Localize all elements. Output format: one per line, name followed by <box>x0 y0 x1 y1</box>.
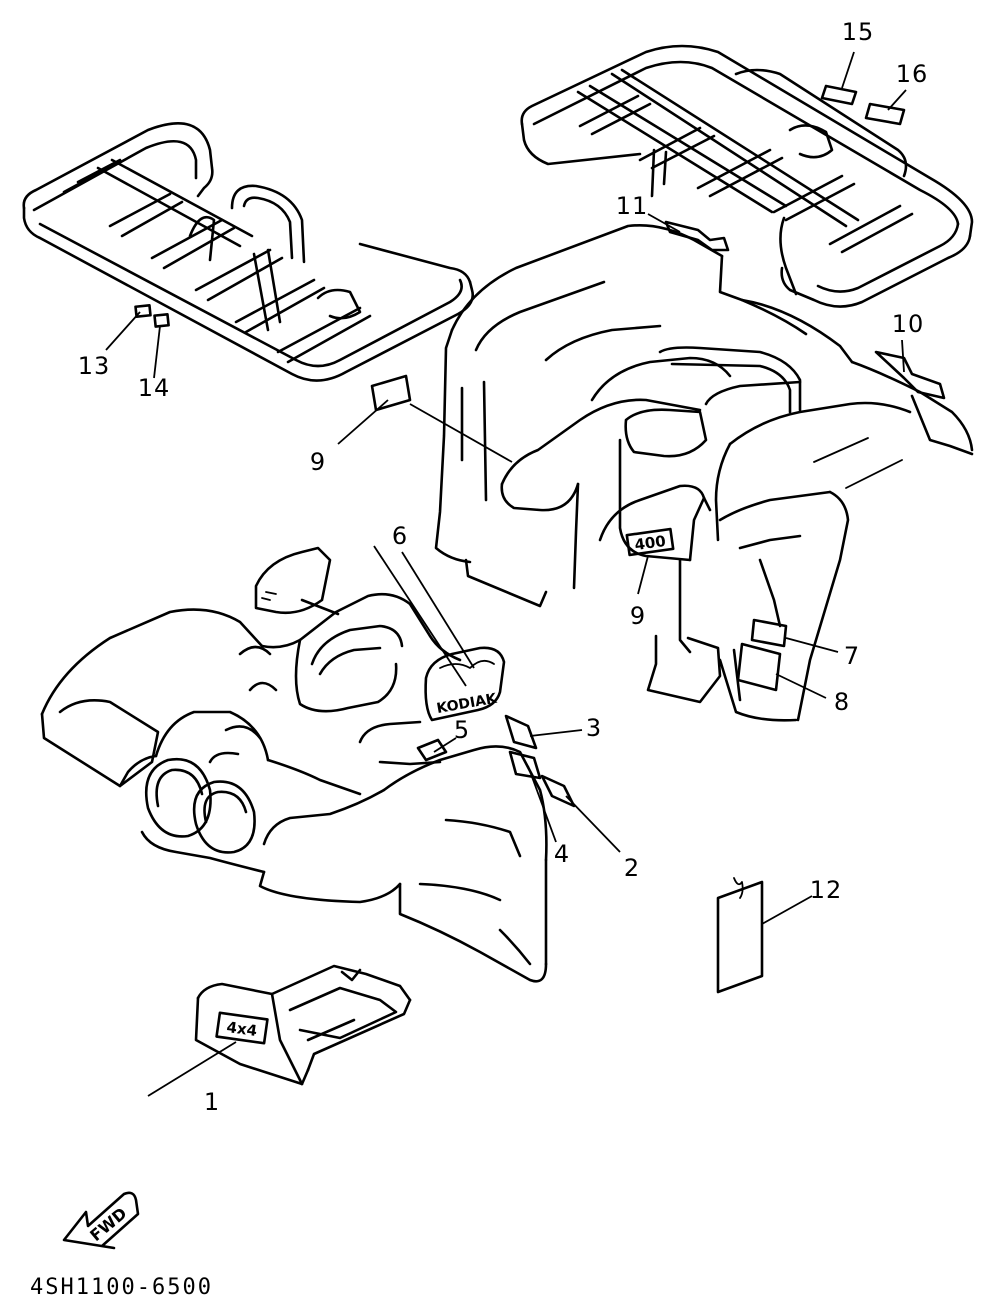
model-badge-400: 400 <box>625 527 675 557</box>
decal-3 <box>504 714 538 750</box>
decal-14 <box>153 312 170 328</box>
decal-15 <box>820 84 858 106</box>
callout-1: 1 <box>204 1088 220 1116</box>
callout-labels: 1 2 3 4 5 6 7 8 9 9 10 11 12 13 14 15 16 <box>78 18 929 1116</box>
headlights <box>144 757 256 854</box>
callout-7: 7 <box>844 642 860 670</box>
front-cover: 4x4 <box>194 964 412 1086</box>
decal-8 <box>736 642 782 692</box>
decal-16 <box>864 102 906 126</box>
drive-badge-text: 4x4 <box>225 1018 258 1040</box>
model-badge-text: 400 <box>633 532 667 554</box>
callout-10: 10 <box>892 310 925 338</box>
part-code: 4SH1100-6500 <box>30 1275 213 1300</box>
callout-16: 16 <box>896 60 929 88</box>
decal-9-upper <box>370 374 412 412</box>
callout-11: 11 <box>616 192 649 220</box>
callout-6: 6 <box>392 522 408 550</box>
rear-fender <box>434 224 974 722</box>
fwd-arrow-icon: FWD <box>62 1191 140 1250</box>
rear-carrier-rack <box>520 44 974 308</box>
decal-5 <box>416 738 448 762</box>
decal-10 <box>874 350 946 400</box>
front-fender <box>40 592 548 983</box>
callout-9-upper: 9 <box>310 448 326 476</box>
decal-7 <box>750 618 788 648</box>
callout-4: 4 <box>554 840 570 868</box>
callout-2: 2 <box>624 854 640 882</box>
hang-tag-12 <box>716 877 764 994</box>
decal-2 <box>540 774 576 808</box>
decal-11 <box>664 220 730 252</box>
callout-8: 8 <box>834 688 850 716</box>
decal-13 <box>134 303 152 319</box>
decal-4 <box>508 750 542 780</box>
callout-3: 3 <box>586 714 602 742</box>
callout-5: 5 <box>454 716 470 744</box>
callout-9-lower: 9 <box>630 602 646 630</box>
callout-15: 15 <box>842 18 875 46</box>
fender-panel <box>254 546 340 616</box>
callout-14: 14 <box>138 374 171 402</box>
callout-13: 13 <box>78 352 111 380</box>
leader-lines <box>105 51 907 1097</box>
front-carrier-rack <box>22 122 474 382</box>
callout-12: 12 <box>810 876 843 904</box>
